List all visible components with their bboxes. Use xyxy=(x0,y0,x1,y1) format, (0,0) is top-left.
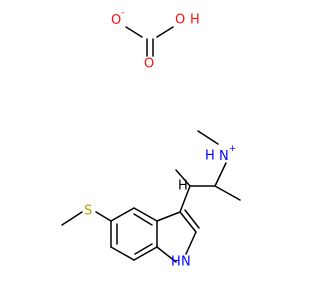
bond-methyl-n xyxy=(197,130,219,145)
bond-c7-c7a-double xyxy=(134,243,153,255)
bond-c6-c7 xyxy=(110,246,135,261)
bond-c3a-c4-double xyxy=(133,213,153,226)
bond-ch-methyl-left xyxy=(175,169,191,187)
bond-c3-c3a xyxy=(156,211,181,222)
atom-n-indole: N xyxy=(181,255,191,270)
bond-c-o-anion xyxy=(125,26,143,38)
atom-s: S xyxy=(84,204,92,219)
bond-c3-c2-double xyxy=(184,209,200,229)
atom-n-ammonium: N+ xyxy=(219,144,236,164)
bond-c-o-hydroxyl xyxy=(156,26,174,38)
atom-o-hydroxyl: O xyxy=(175,13,185,28)
atom-h-indole: H xyxy=(171,255,181,270)
bond-c5-s xyxy=(95,211,112,222)
atom-o-carbonyl: O xyxy=(144,57,154,72)
bicarbonate-fragment: O- O H O xyxy=(111,8,200,72)
bond-c2-n1 xyxy=(185,231,197,255)
atom-h-ammonium: H xyxy=(205,149,215,164)
atom-h-ring: H xyxy=(178,179,188,194)
bond-c3a-c4 xyxy=(133,207,158,222)
bond-n-ch xyxy=(214,162,227,187)
bond-s-methyl xyxy=(61,211,83,226)
bond-n1-c7a xyxy=(156,246,177,263)
bond-c7-c7a xyxy=(133,246,158,261)
bond-ch-c3 xyxy=(179,185,191,213)
indole-fragment: H N+ H S H N xyxy=(61,130,241,270)
bond-c4-c5 xyxy=(110,207,135,222)
bond-ch-methyl-right xyxy=(214,185,241,201)
molecule-structure: O- O H O xyxy=(61,8,241,270)
atom-o-anion: O- xyxy=(111,8,124,28)
atom-h-hydroxyl: H xyxy=(190,13,200,28)
bond-c3-c2 xyxy=(179,211,197,233)
